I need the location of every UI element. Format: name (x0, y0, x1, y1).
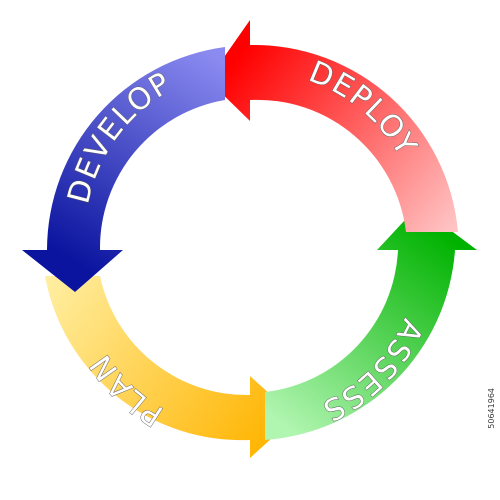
plan-arrow (45, 276, 295, 458)
deploy-arrow (208, 20, 458, 232)
assess-arrow (265, 206, 477, 440)
develop-arrow (22, 47, 225, 292)
stock-image-id: 50641964 (487, 388, 496, 429)
develop-label: DEVELOP (61, 65, 177, 207)
